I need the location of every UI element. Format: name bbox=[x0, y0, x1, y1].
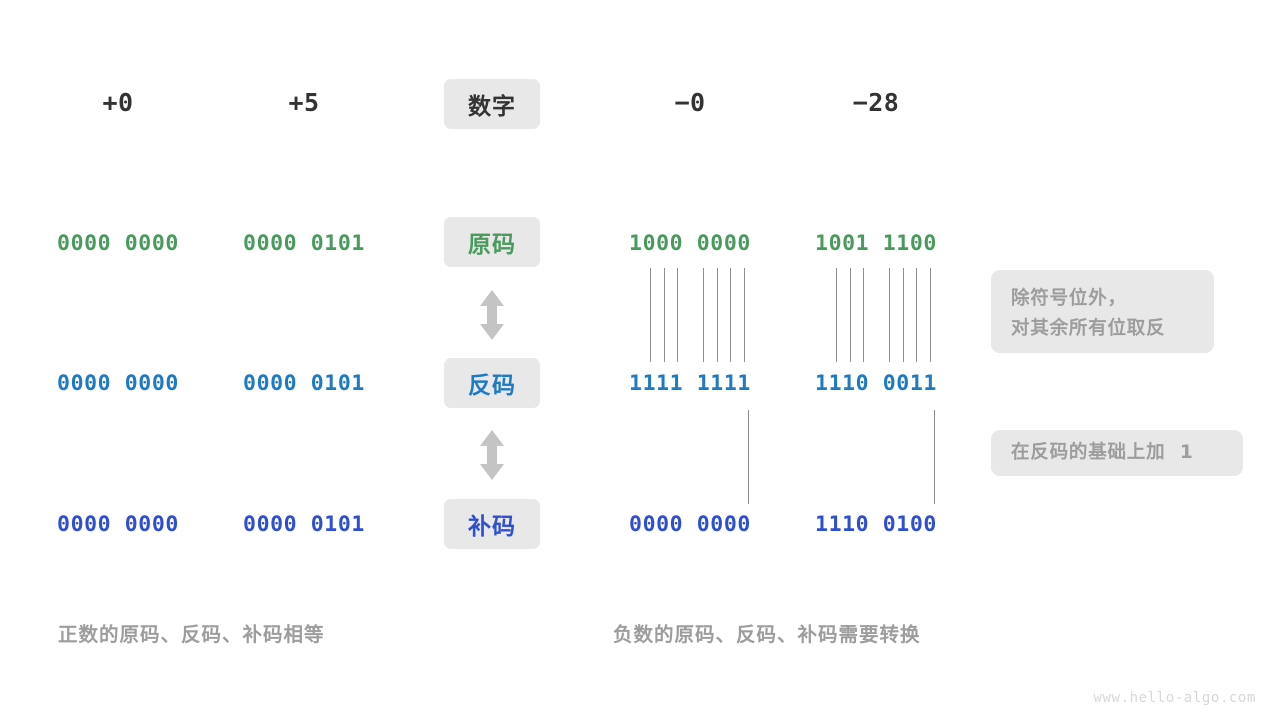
row-label-sign-magnitude: 原码 bbox=[444, 217, 540, 267]
connector-line bbox=[836, 268, 837, 362]
bits-ones-complement-pos-zero: 0000 0000 bbox=[57, 371, 179, 396]
note-invert-bits: 除符号位外， 对其余所有位取反 bbox=[991, 270, 1214, 353]
connector-line bbox=[663, 268, 665, 362]
bits-ones-complement-pos-five: 0000 0101 bbox=[243, 371, 365, 396]
row-label-number: 数字 bbox=[444, 79, 540, 129]
connector-line bbox=[849, 268, 851, 362]
connector-line bbox=[889, 268, 890, 362]
row-label-ones-complement: 反码 bbox=[444, 358, 540, 408]
bits-sign-magnitude-pos-five: 0000 0101 bbox=[243, 231, 365, 256]
bits-twos-complement-neg-zero: 0000 0000 bbox=[629, 512, 751, 537]
bits-twos-complement-pos-five: 0000 0101 bbox=[243, 512, 365, 537]
connector-line bbox=[748, 410, 749, 504]
bits-ones-complement-neg-28: 1110 0011 bbox=[815, 371, 937, 396]
connector-line bbox=[716, 268, 718, 362]
caption-positive: 正数的原码、反码、补码相等 bbox=[58, 623, 325, 646]
bits-sign-magnitude-pos-zero: 0000 0000 bbox=[57, 231, 179, 256]
connector-line bbox=[929, 268, 931, 362]
double-arrow-vertical-icon bbox=[478, 289, 506, 341]
bits-sign-magnitude-neg-28: 1001 1100 bbox=[815, 231, 937, 256]
connector-line bbox=[677, 268, 678, 362]
double-arrow-vertical-icon bbox=[478, 429, 506, 481]
column-header-pos-zero: +0 bbox=[102, 88, 134, 117]
connector-line bbox=[863, 268, 864, 362]
connector-line bbox=[916, 268, 917, 362]
bits-ones-complement-neg-zero: 1111 1111 bbox=[629, 371, 751, 396]
row-label-twos-complement: 补码 bbox=[444, 499, 540, 549]
bits-sign-magnitude-neg-zero: 1000 0000 bbox=[629, 231, 751, 256]
connector-line bbox=[934, 410, 935, 504]
note-add-one: 在反码的基础上加 1 bbox=[991, 430, 1243, 476]
bits-twos-complement-pos-zero: 0000 0000 bbox=[57, 512, 179, 537]
column-header-pos-five: +5 bbox=[288, 88, 320, 117]
note-add-one-line1: 在反码的基础上加 1 bbox=[1011, 442, 1194, 463]
watermark: www.hello-algo.com bbox=[1093, 690, 1256, 706]
connector-line bbox=[650, 268, 651, 362]
connector-line bbox=[743, 268, 745, 362]
caption-negative: 负数的原码、反码、补码需要转换 bbox=[613, 623, 921, 646]
connector-line bbox=[703, 268, 704, 362]
connector-line bbox=[902, 268, 904, 362]
column-header-neg-zero: −0 bbox=[674, 88, 706, 117]
note-invert-bits-line1: 除符号位外， bbox=[1011, 288, 1127, 309]
connector-line bbox=[730, 268, 731, 362]
column-header-neg-28: −28 bbox=[852, 88, 900, 117]
note-invert-bits-line2: 对其余所有位取反 bbox=[1011, 318, 1166, 339]
bits-twos-complement-neg-28: 1110 0100 bbox=[815, 512, 937, 537]
